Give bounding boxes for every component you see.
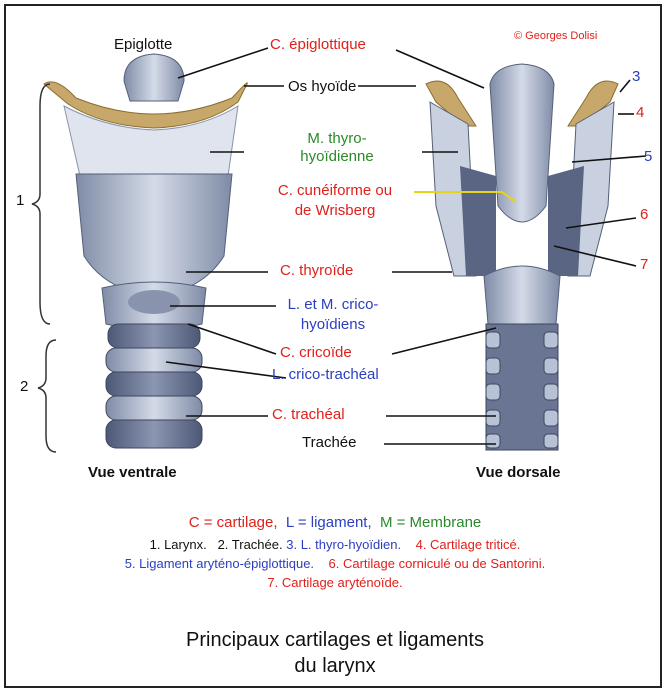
legend-m: M = Membrane [380, 514, 481, 531]
legend-c: C = cartilage, [189, 514, 278, 531]
label-c-epiglottique: C. épiglottique [270, 36, 366, 53]
legend-line-2: 1. Larynx. 2. Trachée. 3. L. thyro-hyoïd… [6, 536, 662, 553]
bracket-larynx [32, 84, 50, 324]
number-5: 5 [644, 148, 652, 165]
number-1: 1 [16, 192, 24, 209]
label-c-tracheal: C. trachéal [272, 406, 345, 423]
caption-ventral: Vue ventrale [88, 464, 177, 481]
label-trachee: Trachée [302, 434, 356, 451]
bracket-trachea [38, 340, 56, 452]
label-l-crico-tracheal: L. crico-trachéal [272, 366, 379, 383]
label-m-thyro-1: M. thyro- [282, 130, 392, 147]
legend-7: 7. Cartilage aryténoïde. [6, 574, 662, 591]
figure-title-line-1: Principaux cartilages et ligaments [6, 628, 662, 653]
crico-thyroid-gap [128, 290, 180, 314]
trachea-rings-ventral [106, 324, 202, 448]
label-c-thyroide: C. thyroïde [280, 262, 353, 279]
label-c-cuneiforme-2: de Wrisberg [260, 202, 410, 219]
legend-3: 3. L. thyro-hyoïdien. [286, 537, 401, 552]
figure-title-line-2: du larynx [6, 654, 662, 679]
label-m-thyro-2: hyoïdienne [282, 148, 392, 165]
epiglottis-shape [124, 54, 184, 101]
legend-5: 5. Ligament aryténo-épiglottique. [125, 556, 314, 571]
number-4: 4 [636, 104, 644, 121]
label-epiglotte: Epiglotte [114, 36, 172, 53]
ventral-larynx-drawing [44, 54, 247, 448]
legend-1: 1. Larynx. [150, 537, 207, 552]
legend-2: 2. Trachée. [218, 537, 283, 552]
legend-4: 4. Cartilage triticé. [416, 537, 521, 552]
number-2: 2 [20, 378, 28, 395]
label-c-cuneiforme-1: C. cunéiforme ou [260, 182, 410, 199]
dorsal-larynx-drawing [426, 64, 618, 450]
caption-dorsal: Vue dorsale [476, 464, 560, 481]
label-os-hyoide: Os hyoïde [288, 78, 356, 95]
legend-line-3: 5. Ligament aryténo-épiglottique. 6. Car… [6, 555, 662, 572]
number-6: 6 [640, 206, 648, 223]
figure-frame: © Georges Dolisi Epiglotte C. épiglottiq… [4, 4, 662, 688]
label-l-crico-1: L. et M. crico- [268, 296, 398, 313]
thyroid-cartilage-ventral [76, 174, 232, 296]
copyright-text: © Georges Dolisi [514, 30, 597, 42]
label-l-crico-2: hyoïdiens [268, 316, 398, 333]
number-3: 3 [632, 68, 640, 85]
number-7: 7 [640, 256, 648, 273]
legend-l: L = ligament, [286, 514, 372, 531]
cricoid-plate-dorsal [484, 266, 560, 330]
epiglottis-dorsal [490, 64, 554, 222]
legend-abbreviations: C = cartilage, L = ligament, M = Membran… [6, 514, 662, 531]
label-c-cricoide: C. cricoïde [280, 344, 352, 361]
legend-6: 6. Cartilage corniculé ou de Santorini. [329, 556, 546, 571]
